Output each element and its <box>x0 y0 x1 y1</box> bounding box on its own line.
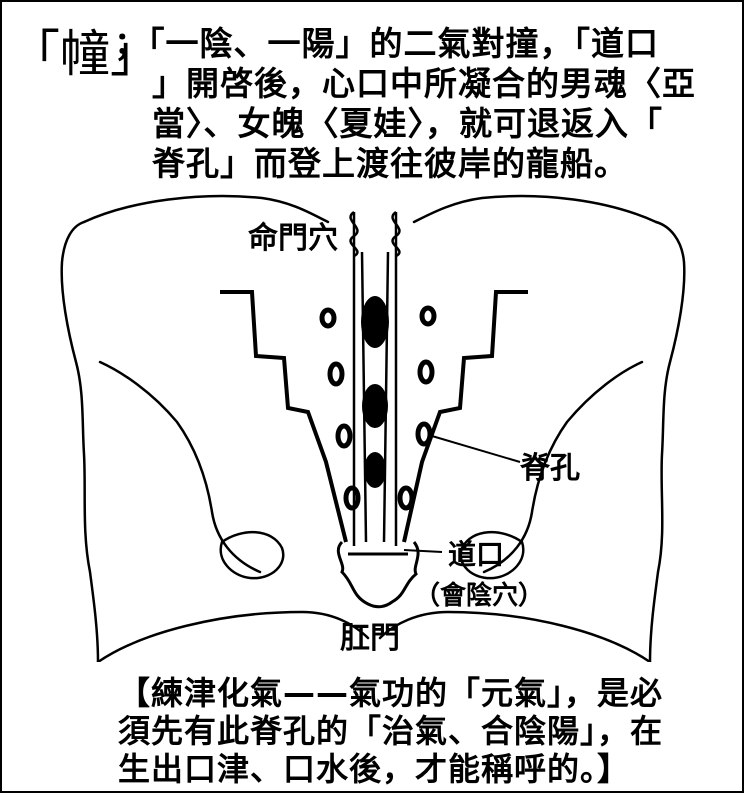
label-jikong: 脊孔 <box>519 451 580 486</box>
pelvis-diagram: 命門穴 脊孔 道口 （會陰穴） 肛門 <box>2 192 742 662</box>
caption-top-line-1: ；「一陰、一陽」的二氣對撞，「道口 <box>114 24 659 64</box>
pelvis-outline <box>62 222 98 662</box>
caption-top-line-3: 當〉、女魄〈夏娃〉，就可退返入「 <box>152 104 663 144</box>
label-daokou: 道口 <box>448 538 504 571</box>
caption-bottom-line-3: 生出口津、口水後，才能稱呼的。】 <box>118 750 630 788</box>
caption-bottom-line-2: 須先有此脊孔的「治氣、合陰陽」，在 <box>118 712 663 750</box>
caption-top-line-4: 脊孔」而登上渡往彼岸的龍船。 <box>152 144 628 184</box>
label-huiyin: （會陰穴） <box>414 580 544 611</box>
caption-bottom-line-1: 【練津化氣——氣功的「元氣」，是必 <box>118 674 663 712</box>
pelvis-outline-right <box>650 222 684 662</box>
label-mingmen: 命門穴 <box>248 221 338 256</box>
caption-top-line-2: 」開啓後，心口中所凝合的男魂〈亞 <box>152 64 696 104</box>
label-ganmen: 肛門 <box>340 621 400 656</box>
